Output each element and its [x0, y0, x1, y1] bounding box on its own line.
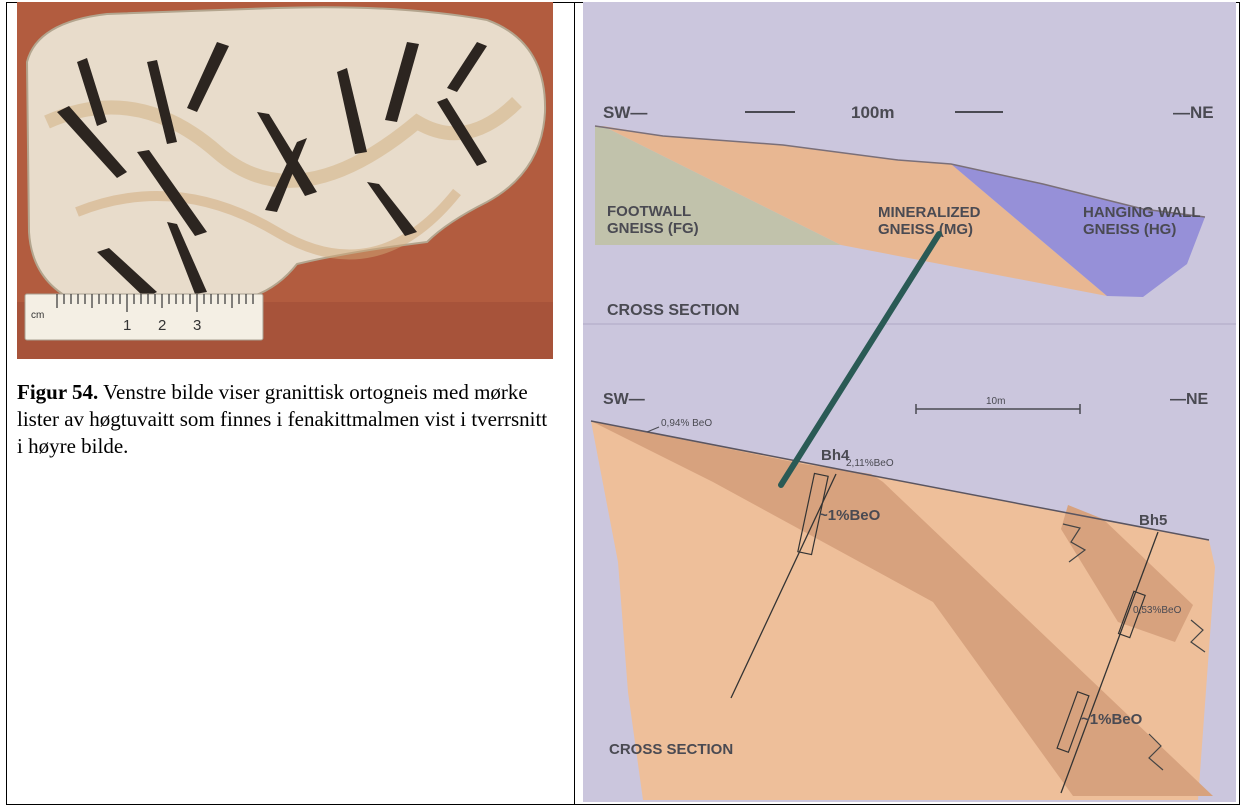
ruler-tick-label: 3	[193, 317, 201, 334]
top-ne-label: —NE	[1173, 103, 1214, 122]
bh4-mid-grade-label: ~1%BeO	[819, 507, 881, 524]
bottom-scale-label: 10m	[986, 396, 1005, 407]
top-scale-label: 100m	[851, 103, 894, 122]
figure-label: Figur 54.	[17, 380, 98, 404]
figure-caption: Figur 54. Venstre bilde viser granittisk…	[17, 379, 557, 460]
bottom-sw-label: SW—	[603, 391, 645, 408]
ruler-tick-label: 2	[158, 317, 166, 334]
bh5-grade-label: 0,53%BeO	[1133, 605, 1182, 616]
bottom-ne-label: —NE	[1170, 391, 1209, 408]
bh5-label: Bh5	[1139, 512, 1167, 529]
mineralized-label-line1: MINERALIZED	[878, 204, 981, 221]
mineralized-label-line2: GNEISS (MG)	[878, 221, 973, 238]
cross-section-diagram: SW— —NE 100m FOOTWALL GNEISS (FG) MINERA…	[583, 2, 1236, 802]
surface-grade-label: 0,94% BeO	[661, 418, 712, 429]
top-sw-label: SW—	[603, 103, 647, 122]
rock-specimen-photo: cm 1 2 3	[17, 2, 553, 359]
table-divider	[574, 3, 575, 804]
ruler-tick-label: 1	[123, 317, 131, 334]
footwall-label-line2: GNEISS (FG)	[607, 220, 699, 237]
bh5-lower-grade-label: ~1%BeO	[1081, 711, 1143, 728]
scale-ruler	[25, 294, 263, 340]
top-section-label: CROSS SECTION	[607, 302, 739, 319]
footwall-label-line1: FOOTWALL	[607, 203, 691, 220]
bh4-grade-label: 2,11%BeO	[846, 458, 894, 469]
hanging-wall-label-line2: GNEISS (HG)	[1083, 221, 1176, 238]
ruler-unit: cm	[31, 310, 44, 321]
hanging-wall-label-line1: HANGING WALL	[1083, 204, 1201, 221]
bottom-section-label: CROSS SECTION	[609, 741, 733, 758]
